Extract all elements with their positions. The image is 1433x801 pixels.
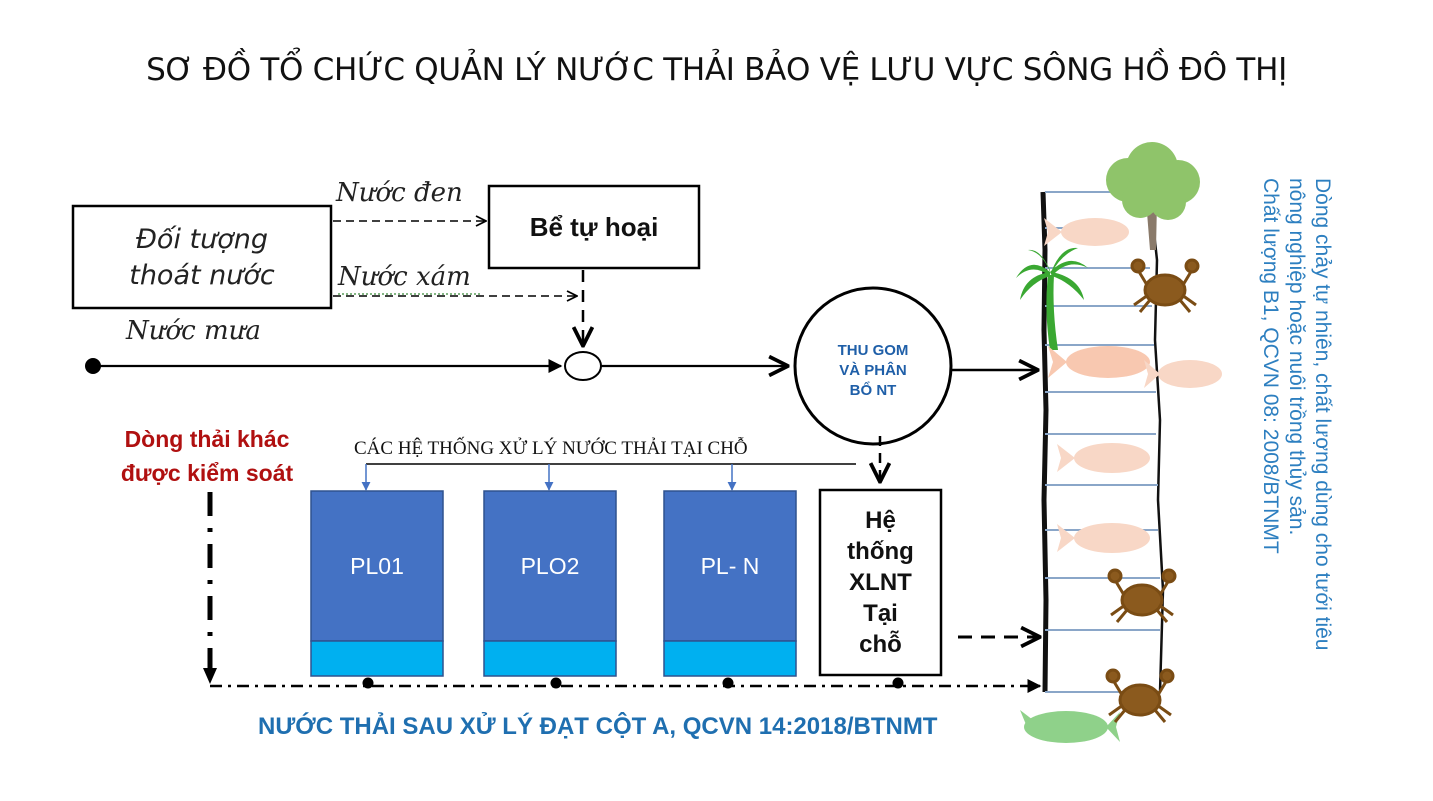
fish-icon-5 <box>1057 523 1150 553</box>
plant-pln <box>663 490 797 677</box>
fish-icon-1 <box>1044 218 1129 246</box>
black-water-label: Nước đen <box>336 178 463 208</box>
discharge-dot-plo2 <box>550 677 562 689</box>
source-box <box>71 204 333 310</box>
collection-circle <box>793 286 953 446</box>
other-controlled-streams-label: Dòng thải khác được kiểm soát <box>92 420 322 492</box>
septic-tank-label: Bể tự hoại <box>529 211 659 242</box>
collection-label-line1: THU GOM <box>837 342 909 359</box>
discharge-dot-pl01 <box>362 677 374 689</box>
fish-icon-2 <box>1048 346 1150 378</box>
controlled-stream-arrowhead <box>203 668 217 684</box>
source-label-line2: thoát nước <box>129 260 275 291</box>
onsite-line2: thống <box>847 537 914 565</box>
river-note-line2: nông nghiệp hoặc nuôi trồng thủy sản. <box>1285 178 1308 536</box>
fish-icon-3 <box>1144 360 1222 388</box>
plant-pl01-label: PL01 <box>350 552 404 579</box>
other-controlled-line2: được kiểm soát <box>120 460 294 486</box>
collection-label: THU GOM VÀ PHÂN BỔ NT <box>813 336 933 406</box>
junction-node <box>564 351 602 381</box>
septic-tank-box <box>487 184 701 270</box>
crab-icon-2 <box>1107 568 1177 623</box>
plant-pl01 <box>310 490 444 677</box>
onsite-systems-title: CÁC HỆ THỐNG XỬ LÝ NƯỚC THẢI TẠI CHỖ <box>354 438 748 459</box>
source-label-line1: Đối tượng <box>136 224 268 255</box>
crab-icon-3 <box>1105 668 1175 723</box>
fish-icon-green <box>1020 710 1120 743</box>
source-label: Đối tượng thoát nước <box>73 214 331 302</box>
river-quality-note: Dòng chảy tự nhiên, chất lượng dùng cho … <box>1245 178 1335 726</box>
tree-icon <box>1106 142 1200 250</box>
collection-label-line2: VÀ PHÂN <box>839 362 907 379</box>
discharge-dot-pln <box>722 677 734 689</box>
rain-water-label: Nước mưa <box>126 316 261 346</box>
collection-label-line3: BỔ NT <box>849 382 897 399</box>
diagram-title: SƠ ĐỒ TỔ CHỨC QUẢN LÝ NƯỚC THẢI BẢO VỆ L… <box>146 52 1287 88</box>
plant-pln-label: PL- N <box>700 552 760 579</box>
plant-plo2 <box>483 490 617 677</box>
other-controlled-line1: Dòng thải khác <box>124 426 290 452</box>
crab-icon-1 <box>1130 258 1200 313</box>
treated-water-standard-label: NƯỚC THẢI SAU XỬ LÝ ĐẠT CỘT A, QCVN 14:2… <box>258 713 938 740</box>
plant-plo2-label: PLO2 <box>520 552 580 579</box>
palm-tree-icon <box>1016 247 1088 350</box>
onsite-line1: Hệ <box>865 506 896 534</box>
river-note-line1: Dòng chảy tự nhiên, chất lượng dùng cho … <box>1311 178 1334 651</box>
river-note-line3: Chất lượng B1, QCVN 08: 2008/BTNMT <box>1259 178 1282 554</box>
onsite-system-label: Hệ thống XLNT Tại chỗ <box>820 492 941 672</box>
onsite-line5: chỗ <box>859 630 902 658</box>
onsite-line4: Tại <box>863 599 898 627</box>
grey-water-label: Nước xám <box>338 262 471 292</box>
fish-icon-4 <box>1057 443 1150 473</box>
onsite-system-box <box>818 488 943 677</box>
discharge-dot-onsite <box>892 677 904 689</box>
onsite-line3: XLNT <box>849 568 912 596</box>
